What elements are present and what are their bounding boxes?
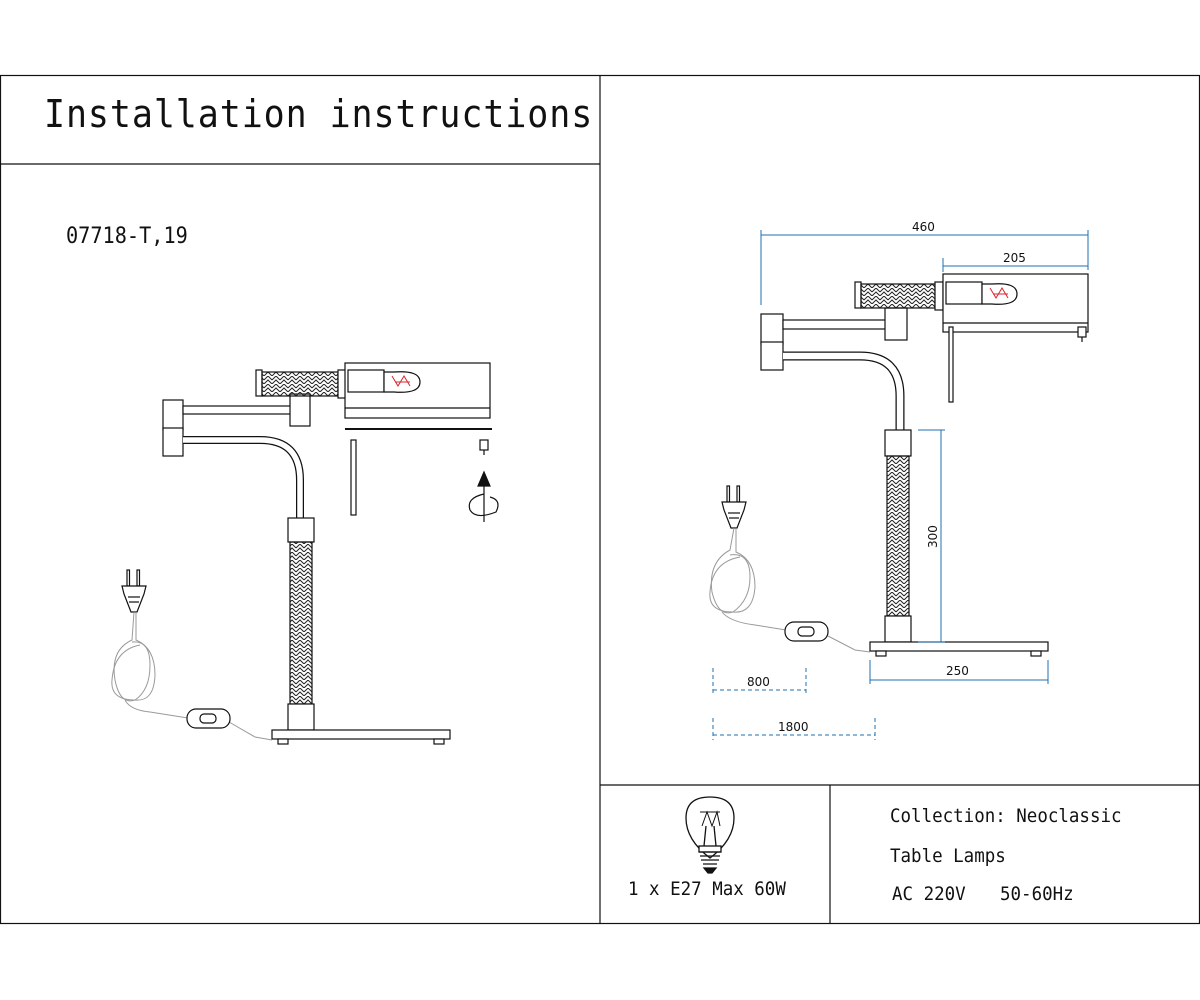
bulb-spec: 1 x E27 Max 60W bbox=[628, 878, 786, 900]
base-foot-right bbox=[433, 738, 445, 745]
dimension-drawing: 460 205 300 250 800 1800 bbox=[709, 220, 1089, 740]
stem-collar-bottom bbox=[287, 703, 315, 731]
dim-cord-to-switch: 800 bbox=[747, 675, 770, 689]
dim-cord-length: 1800 bbox=[778, 720, 809, 734]
dim-shade-width: 205 bbox=[1003, 251, 1026, 265]
stem-collar-top bbox=[287, 517, 315, 543]
base-plate bbox=[271, 729, 451, 740]
category-label: Table Lamps bbox=[890, 845, 1006, 867]
product-code: 07718-T,19 bbox=[66, 224, 188, 249]
support-rod bbox=[350, 439, 357, 516]
base-foot-left bbox=[277, 738, 289, 745]
frequency-label: 50-60Hz bbox=[1000, 883, 1074, 905]
dim-total-width: 460 bbox=[912, 220, 935, 234]
plug bbox=[121, 585, 147, 613]
assembly-drawing bbox=[111, 362, 499, 745]
page-title: Installation instructions bbox=[44, 92, 594, 136]
dim-stem-height: 300 bbox=[926, 525, 940, 548]
collection-label: Collection: Neoclassic bbox=[890, 805, 1122, 827]
dim-base-width: 250 bbox=[946, 664, 969, 678]
voltage-label: AC 220V bbox=[892, 883, 966, 905]
